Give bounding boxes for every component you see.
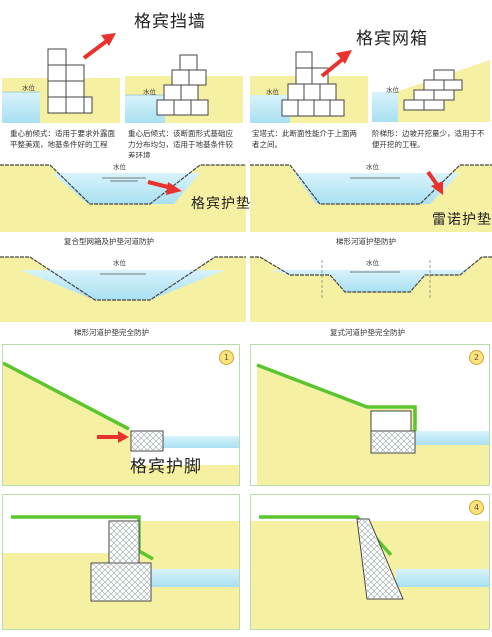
step-4-graphic	[251, 515, 489, 629]
arrow-retaining-wall	[82, 33, 116, 60]
step-2-graphic	[256, 363, 489, 485]
wall-type-backward	[125, 54, 243, 123]
title-retaining-wall: 格宾挡墙	[134, 12, 206, 32]
water-level-label: 水位	[22, 84, 35, 92]
arrow-gabion-mattress	[147, 180, 182, 195]
step-1-graphic	[3, 361, 239, 485]
channel-caption: 梯形河道护垫防护	[336, 237, 396, 246]
step-3-graphic	[3, 495, 239, 629]
channel-trapezoid-full	[0, 256, 246, 322]
channel-composite	[0, 164, 246, 232]
title-gabion-box: 格宾网箱	[356, 29, 428, 49]
title-gabion-mattress: 格宾护垫	[191, 196, 251, 212]
channel-caption: 复式河道护垫完全防护	[330, 328, 405, 337]
channel-trapezoid-mattress	[250, 164, 492, 232]
water-level-label: 水位	[143, 88, 156, 96]
wall-type-stepped	[372, 60, 490, 122]
title-gabion-toe: 格宾护脚	[130, 457, 202, 477]
step-panel-2: 2	[250, 344, 490, 486]
water-level-label: 水位	[113, 163, 126, 171]
step-panel-1: 1	[2, 344, 240, 486]
water-level-label: 水位	[366, 259, 379, 267]
water-level-label: 水位	[366, 163, 379, 171]
wall-type-pagoda	[250, 51, 368, 123]
step-number: 2	[469, 350, 484, 365]
wall-type-forward	[2, 48, 120, 123]
wall-type-desc: 宝塔式：此断面性能介于上面两者之间。	[252, 129, 357, 149]
wall-type-desc: 阶梯形：边坡开挖量少，适用于不便开挖的工程。	[372, 129, 485, 149]
water-level-label: 水位	[113, 259, 126, 267]
water-level-label: 水位	[386, 86, 399, 94]
step-number: 4	[469, 500, 484, 515]
arrow-reno-mattress	[426, 170, 443, 195]
channel-caption: 梯形河道护垫完全防护	[74, 328, 149, 337]
step-number: 1	[219, 350, 234, 365]
channel-compound-full	[250, 256, 492, 322]
step-panel-4: 4	[250, 494, 490, 630]
channel-caption: 复合型网箱及护垫河道防护	[64, 237, 154, 246]
water-level-label: 水位	[266, 88, 279, 96]
step-panel-3: 3	[2, 494, 240, 630]
title-reno-mattress: 雷诺护垫	[432, 212, 492, 228]
arrow-gabion-box	[320, 50, 352, 78]
wall-type-desc: 重心后倾式：该断面形式基础应力分布均匀，适用于地基条件较差环境	[128, 129, 233, 158]
wall-type-desc: 重心前倾式：适用于要求外露面平整美观，地基条件好的工程	[10, 129, 115, 149]
